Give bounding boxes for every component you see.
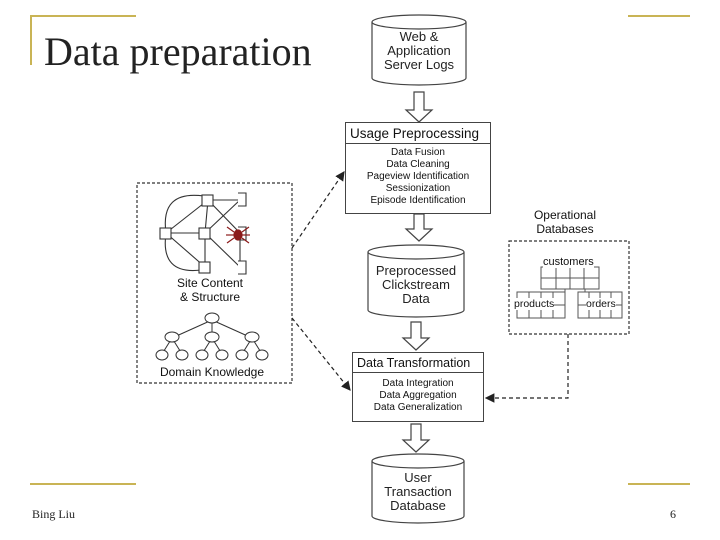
user-db-line-2: Transaction	[384, 484, 452, 499]
step-data-cleaning: Data Cleaning	[386, 159, 450, 170]
usage-preprocessing-steps: Data Fusion Data Cleaning Pageview Ident…	[346, 144, 490, 210]
down-arrow-3	[401, 321, 431, 351]
step-episode-identification: Episode Identification	[370, 195, 466, 206]
usage-preprocessing-box: Usage Preprocessing Data Fusion Data Cle…	[345, 122, 491, 214]
site-graph	[159, 192, 247, 275]
user-db-line-1: User	[404, 470, 432, 485]
down-arrow-2	[404, 213, 434, 242]
user-db-line-3: Database	[390, 498, 446, 513]
bottom-right-rule	[628, 483, 690, 485]
operational-tables	[516, 266, 623, 319]
operational-title-line-2: Databases	[536, 222, 594, 236]
step-sessionization: Sessionization	[385, 183, 451, 194]
site-content-frame	[136, 182, 293, 384]
step-data-generalization: Data Generalization	[373, 402, 463, 413]
page-number: 6	[670, 507, 676, 521]
dashed-arrow-to-transform	[291, 317, 351, 391]
step-data-aggregation: Data Aggregation	[379, 390, 457, 401]
web-logs-line-1: Web &	[399, 29, 439, 44]
preprocessed-line-1: Preprocessed	[375, 263, 457, 278]
dashed-arrow-operational	[484, 334, 569, 403]
usage-preprocessing-title: Usage Preprocessing	[346, 123, 490, 144]
user-db-cylinder	[371, 453, 465, 524]
operational-title-line-1: Operational	[533, 208, 597, 222]
top-right-rule	[628, 15, 690, 17]
title-rule-horizontal	[30, 15, 136, 17]
slide-title: Data preparation	[44, 29, 312, 74]
dashed-arrow-to-usage	[291, 171, 345, 249]
footer-author: Bing Liu	[32, 507, 76, 521]
down-arrow-4	[401, 423, 431, 453]
domain-tree	[155, 312, 269, 361]
web-logs-cylinder	[371, 14, 467, 86]
site-content-line-1: Site Content	[176, 276, 244, 290]
step-data-fusion: Data Fusion	[391, 147, 445, 158]
spider-icon	[226, 226, 250, 244]
table-products-label: products	[514, 298, 555, 310]
web-logs-line-3: Server Logs	[383, 57, 455, 72]
preprocessed-line-3: Data	[402, 291, 430, 306]
step-pageview-identification: Pageview Identification	[366, 171, 470, 182]
preprocessed-line-2: Clickstream	[382, 277, 450, 292]
web-logs-label: Web & Application Server Logs	[372, 30, 466, 72]
data-transformation-box: Data Transformation Data Integration Dat…	[352, 352, 484, 422]
down-arrow-1	[404, 91, 434, 123]
step-data-integration: Data Integration	[382, 378, 454, 389]
title-rule-vertical	[30, 15, 32, 65]
table-orders-label: orders	[586, 298, 616, 310]
domain-knowledge-label: Domain Knowledge	[159, 365, 265, 379]
data-transformation-title: Data Transformation	[353, 353, 483, 373]
operational-title: Operational Databases	[515, 208, 615, 236]
data-transformation-steps: Data Integration Data Aggregation Data G…	[353, 373, 483, 417]
preprocessed-cylinder	[367, 244, 465, 318]
bottom-left-rule	[30, 483, 136, 485]
table-customers-label: customers	[543, 256, 594, 268]
operational-frame	[508, 240, 630, 335]
preprocessed-label: Preprocessed Clickstream Data	[368, 264, 464, 306]
site-content-line-2: & Structure	[179, 290, 241, 304]
site-content-label: Site Content & Structure	[150, 276, 270, 304]
web-logs-line-2: Application	[387, 43, 451, 58]
user-db-label: User Transaction Database	[372, 471, 464, 513]
